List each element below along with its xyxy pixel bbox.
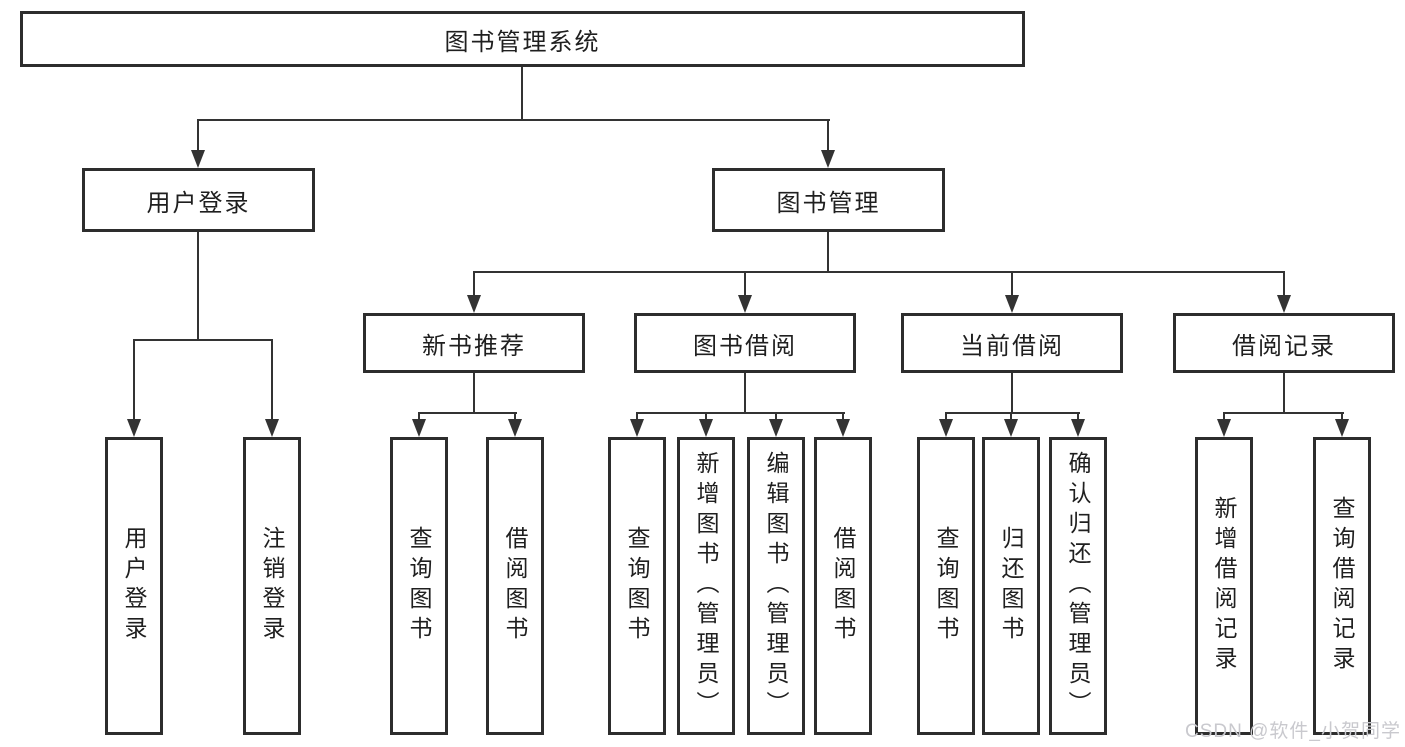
connector-borrow-record-feed — [1283, 373, 1285, 414]
connector-drop-leaf — [705, 412, 707, 420]
leaf-borrow-books-2: 借阅图书 — [814, 437, 872, 735]
arrowhead-leaf-query-books-2 — [630, 419, 644, 437]
arrowhead-leaf-return-books — [1004, 419, 1018, 437]
arrowhead-leaf-confirm-return — [1071, 419, 1085, 437]
connector-new-book-bus — [418, 412, 517, 414]
arrowhead-leaf-add-borrow-record — [1217, 419, 1231, 437]
connector-drop-leaf — [418, 412, 420, 420]
csdn-watermark: CSDN @软件_小贺同学 — [1185, 721, 1401, 742]
arrowhead-leaf-query-books-3 — [939, 419, 953, 437]
leaf-return-books: 归还图书 — [982, 437, 1040, 735]
connector-drop-user-login — [197, 119, 199, 151]
connector-book-borrow-feed — [744, 373, 746, 414]
leaf-confirm-return-admin: 确认归还（管理员） — [1049, 437, 1107, 735]
leaf-borrow-books-1: 借阅图书 — [486, 437, 544, 735]
node-new-book-recommend: 新书推荐 — [363, 313, 585, 373]
arrowhead-borrow-record — [1277, 295, 1291, 313]
arrowhead-leaf-query-borrow-record — [1335, 419, 1349, 437]
connector-current-borrow-feed — [1011, 373, 1013, 414]
leaf-add-borrow-record: 新增借阅记录 — [1195, 437, 1253, 735]
leaf-add-books-admin: 新增图书（管理员） — [677, 437, 735, 735]
leaf-query-books-3: 查询图书 — [917, 437, 975, 735]
leaf-user-login: 用户登录 — [105, 437, 163, 735]
leaf-query-books-1: 查询图书 — [390, 437, 448, 735]
connector-drop-new-book — [473, 271, 475, 296]
leaf-logout: 注销登录 — [243, 437, 301, 735]
connector-drop-leaf-user-login — [133, 339, 135, 420]
arrowhead-user-login — [191, 150, 205, 168]
connector-drop-leaf — [1077, 412, 1079, 420]
leaf-edit-books-admin: 编辑图书（管理员） — [747, 437, 805, 735]
connector-book-borrow-bus — [636, 412, 845, 414]
connector-drop-leaf — [842, 412, 844, 420]
connector-user-login-feed — [197, 232, 199, 340]
connector-drop-borrow-record — [1283, 271, 1285, 296]
arrowhead-leaf-edit-books — [769, 419, 783, 437]
connector-level2-bus — [197, 119, 830, 121]
node-book-management: 图书管理 — [712, 168, 945, 232]
connector-user-login-bus — [133, 339, 273, 341]
connector-borrow-record-bus — [1223, 412, 1344, 414]
connector-new-book-feed — [473, 373, 475, 414]
arrowhead-book-borrow — [738, 295, 752, 313]
arrowhead-leaf-add-books — [699, 419, 713, 437]
connector-drop-leaf — [945, 412, 947, 420]
leaf-query-books-2: 查询图书 — [608, 437, 666, 735]
arrowhead-new-book — [467, 295, 481, 313]
connector-drop-leaf — [1341, 412, 1343, 420]
arrowhead-leaf-query-books-1 — [412, 419, 426, 437]
connector-drop-book-management — [827, 119, 829, 151]
connector-drop-leaf — [1223, 412, 1225, 420]
arrowhead-leaf-logout — [265, 419, 279, 437]
arrowhead-current-borrow — [1005, 295, 1019, 313]
connector-drop-leaf — [514, 412, 516, 420]
arrowhead-leaf-borrow-books-1 — [508, 419, 522, 437]
arrowhead-book-management — [821, 150, 835, 168]
connector-drop-leaf — [1010, 412, 1012, 420]
node-root: 图书管理系统 — [20, 11, 1025, 67]
connector-drop-leaf — [775, 412, 777, 420]
node-book-borrow: 图书借阅 — [634, 313, 856, 373]
node-user-login: 用户登录 — [82, 168, 315, 232]
connector-drop-leaf — [636, 412, 638, 420]
connector-drop-current-borrow — [1011, 271, 1013, 296]
connector-drop-leaf-logout — [271, 339, 273, 420]
connector-drop-book-borrow — [744, 271, 746, 296]
connector-root-feed — [521, 67, 523, 120]
connector-current-borrow-bus — [945, 412, 1080, 414]
node-borrow-record: 借阅记录 — [1173, 313, 1395, 373]
arrowhead-leaf-borrow-books-2 — [836, 419, 850, 437]
arrowhead-leaf-user-login — [127, 419, 141, 437]
node-current-borrow: 当前借阅 — [901, 313, 1123, 373]
connector-book-management-feed — [827, 232, 829, 273]
leaf-query-borrow-record: 查询借阅记录 — [1313, 437, 1371, 735]
connector-level3-bus — [473, 271, 1285, 273]
